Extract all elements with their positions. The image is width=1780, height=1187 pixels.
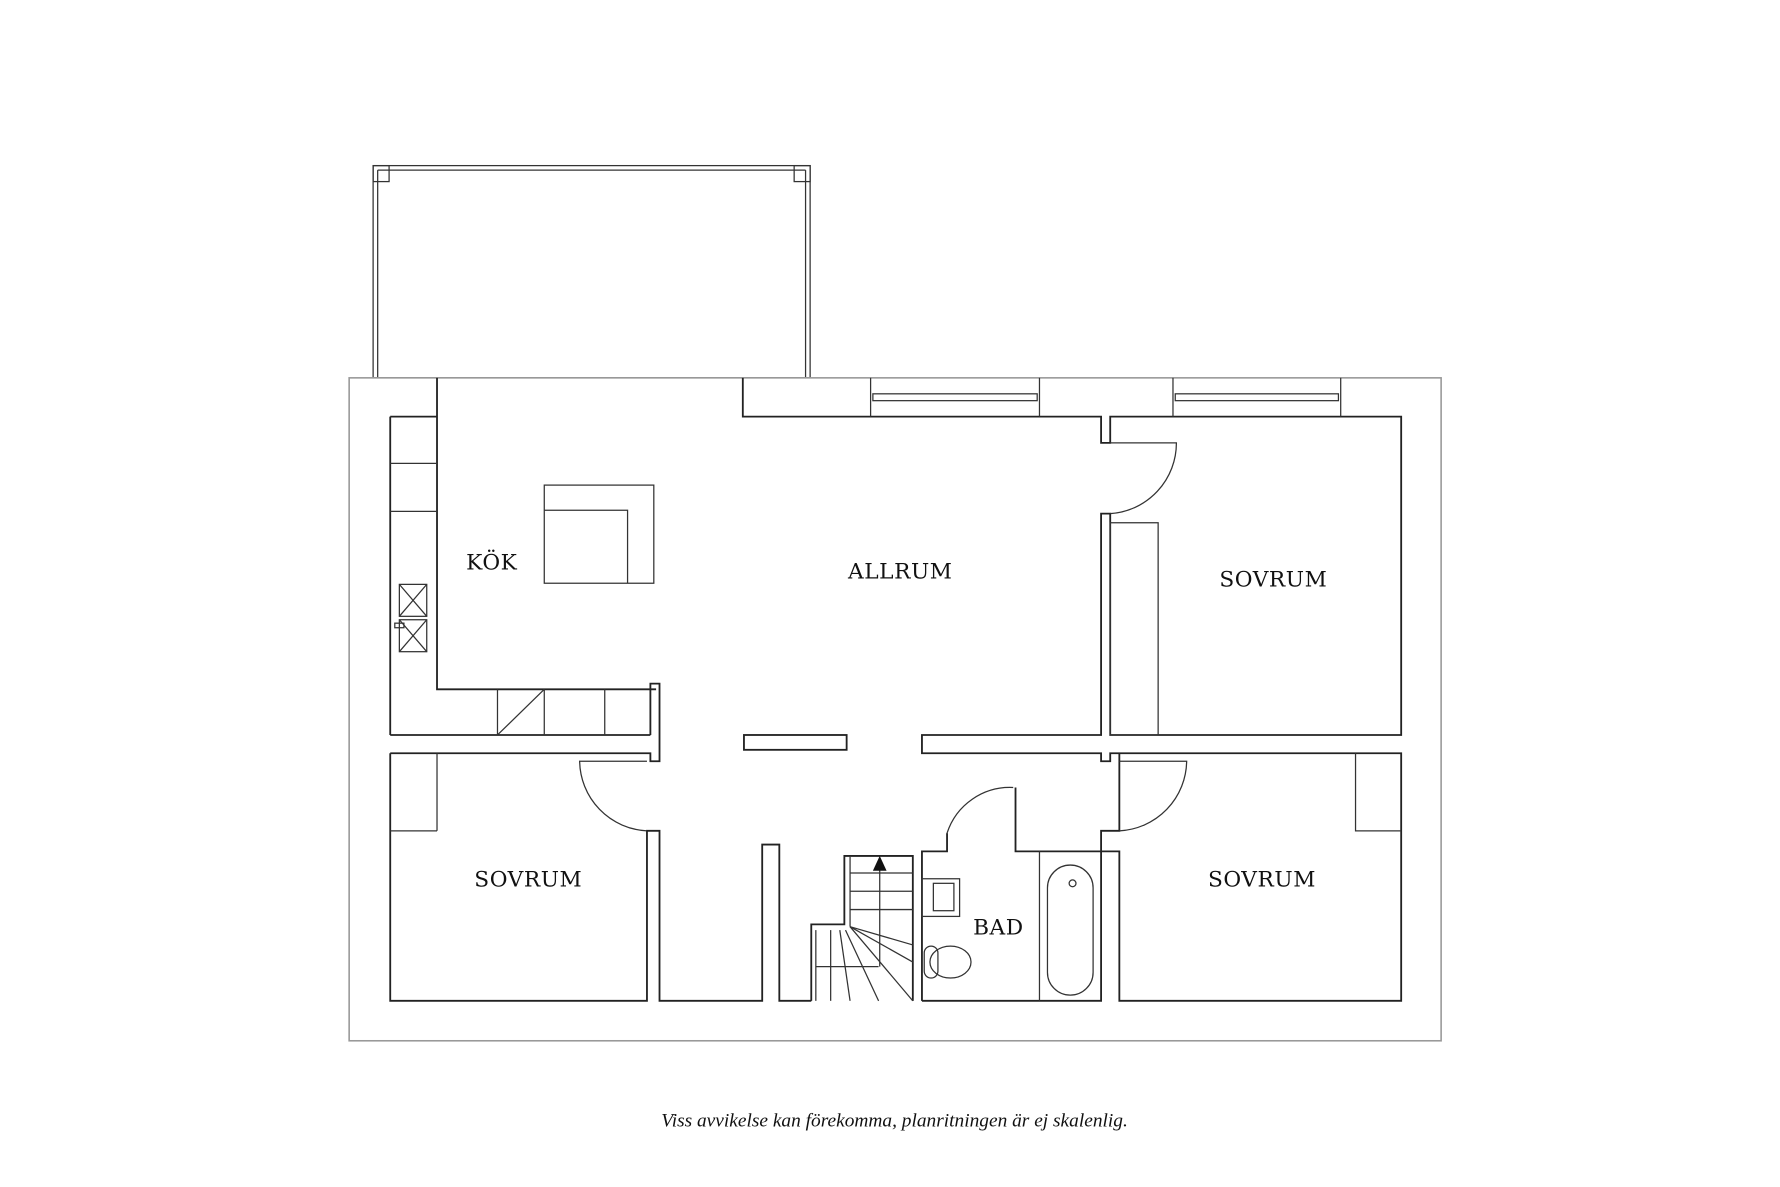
staircase bbox=[810, 855, 914, 1002]
room-label-sovrum-se: SOVRUM bbox=[1208, 868, 1316, 893]
building-outline bbox=[348, 377, 1442, 1042]
toilet-icon bbox=[929, 945, 972, 979]
kitchen-island bbox=[543, 484, 655, 584]
bathroom-fixtures bbox=[921, 864, 1094, 996]
footer-disclaimer: Viss avvikelse kan förekomma, planritnin… bbox=[661, 1110, 1128, 1131]
room-label-allrum: ALLRUM bbox=[847, 560, 953, 585]
room-label-kok: KÖK bbox=[466, 549, 517, 576]
kitchen-fixtures bbox=[394, 484, 655, 653]
walls bbox=[389, 377, 1403, 1002]
bathtub-icon bbox=[1046, 864, 1094, 996]
washbasin-icon bbox=[921, 878, 961, 918]
balcony bbox=[372, 164, 811, 379]
stair-up-arrow-icon bbox=[872, 855, 887, 871]
room-label-bad: BAD bbox=[973, 916, 1024, 941]
doors bbox=[579, 442, 1188, 834]
room-label-sovrum-ne: SOVRUM bbox=[1219, 568, 1327, 593]
room-label-sovrum-sw: SOVRUM bbox=[474, 868, 582, 893]
sink-icon bbox=[398, 583, 428, 617]
